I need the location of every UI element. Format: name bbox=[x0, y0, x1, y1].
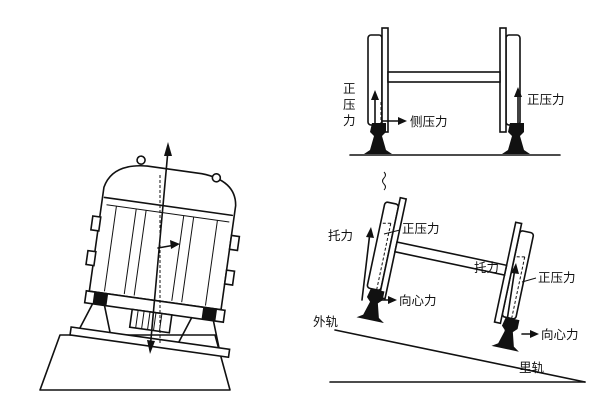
roof-knob-right bbox=[211, 172, 222, 183]
label-centripetal-force-right: 向心力 bbox=[541, 327, 579, 342]
label-centripetal-force-left: 向心力 bbox=[399, 293, 437, 308]
axle bbox=[387, 71, 501, 83]
label-outer-rail: 外轨 bbox=[313, 314, 339, 329]
resultant-force-vector bbox=[149, 149, 169, 351]
label-support-force-right: 托力 bbox=[474, 260, 499, 275]
roof-knob-left bbox=[136, 155, 146, 165]
wheelset-banked: 托力 正压力 托力 正压力 向心力 向心力 外轨 里轨 bbox=[313, 196, 586, 383]
wheelset-flat: 正 压 力 侧压力 正压力 bbox=[343, 27, 565, 156]
right-rail bbox=[502, 123, 530, 154]
motion-mark bbox=[382, 171, 386, 191]
label-normal-force-left-1: 正 bbox=[343, 81, 356, 96]
car-body bbox=[88, 164, 237, 311]
label-normal-force-banked-left: 正压力 bbox=[402, 221, 440, 236]
outer-rail-shape bbox=[356, 288, 385, 324]
slope-ground bbox=[39, 334, 231, 391]
label-normal-force-left-2: 压 bbox=[343, 97, 356, 112]
banked-axle bbox=[394, 241, 508, 277]
label-support-force-left: 托力 bbox=[328, 228, 353, 243]
label-normal-force-banked-right: 正压力 bbox=[538, 270, 576, 285]
label-normal-force-right: 正压力 bbox=[527, 92, 565, 107]
label-normal-force-left-3: 力 bbox=[343, 113, 356, 128]
banked-slope bbox=[334, 329, 586, 383]
left-rail bbox=[364, 123, 392, 154]
tilted-railway-car bbox=[39, 142, 241, 391]
label-side-pressure: 侧压力 bbox=[410, 114, 448, 129]
label-inner-rail: 里轨 bbox=[519, 360, 545, 375]
